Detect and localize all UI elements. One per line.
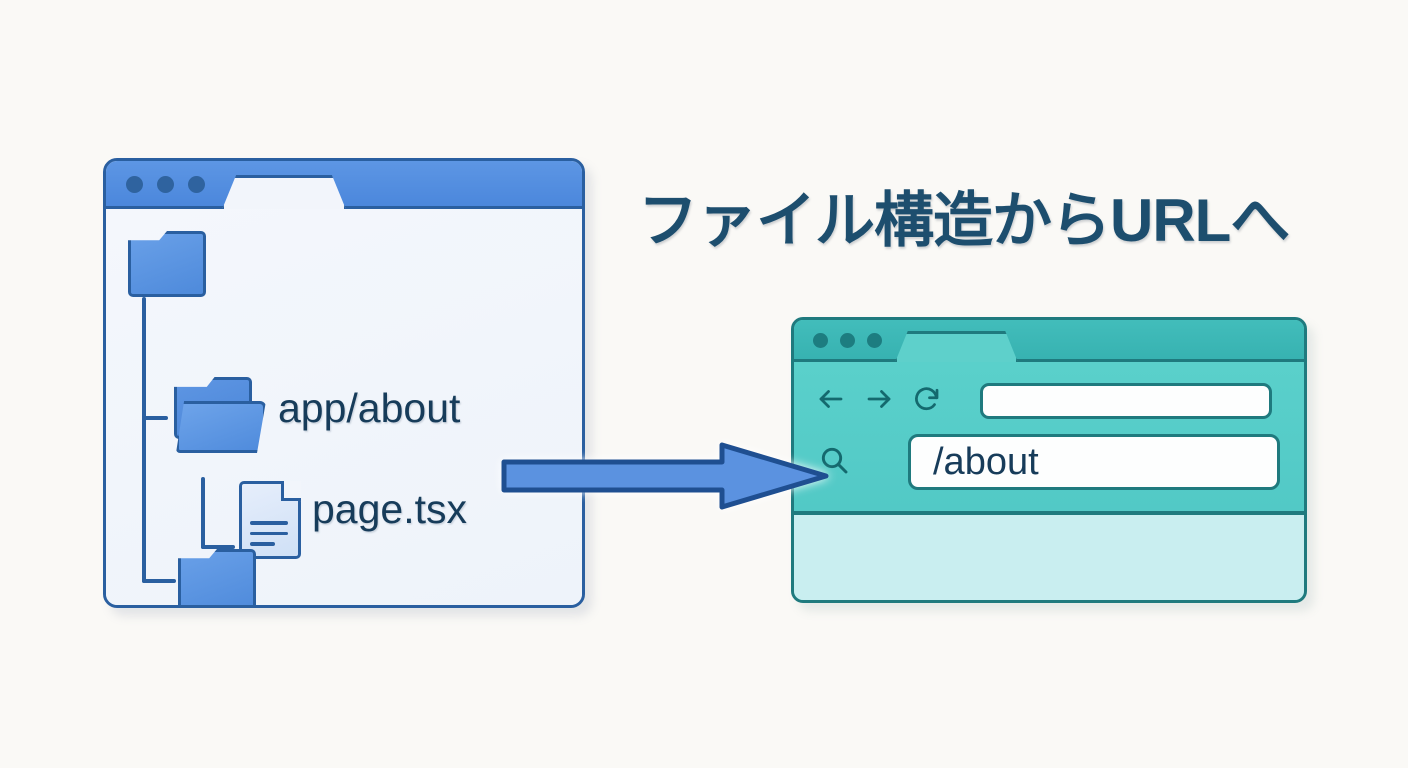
tree-subbranch-horizontal (201, 545, 235, 549)
browser-toolbar: /about (794, 362, 1304, 514)
folder-front-flap (176, 401, 266, 453)
file-tree-panel: app/about page.tsx (106, 209, 582, 605)
search-icon[interactable] (818, 444, 850, 476)
tree-subbranch-vertical (201, 477, 205, 549)
browser-window: /about (791, 317, 1307, 603)
page-title: ファイル構造からURLへ (638, 187, 1290, 254)
file-explorer-window: app/about page.tsx (103, 158, 585, 608)
file-explorer-titlebar (106, 161, 582, 212)
url-bar-empty[interactable] (980, 383, 1272, 419)
forward-arrow-icon[interactable] (864, 384, 894, 414)
open-folder-icon-app-about[interactable] (174, 377, 266, 453)
minimize-dot-icon[interactable] (157, 176, 174, 193)
back-arrow-icon[interactable] (816, 384, 846, 414)
document-icon-page-tsx[interactable] (239, 481, 301, 559)
tree-branch-bottom (142, 579, 176, 583)
folder-shape (128, 231, 206, 297)
tree-label-app-about: app/about (278, 385, 461, 431)
window-controls (126, 176, 205, 193)
browser-titlebar (794, 320, 1304, 365)
folder-icon-root[interactable] (128, 231, 206, 297)
browser-tab[interactable] (894, 331, 1019, 365)
navigation-controls (816, 384, 942, 414)
tree-trunk-line (142, 297, 146, 583)
close-dot-icon[interactable] (813, 333, 828, 348)
document-text-lines (250, 521, 288, 553)
file-explorer-tab[interactable] (221, 175, 347, 212)
tree-branch-app (142, 416, 168, 420)
browser-viewport (794, 514, 1304, 600)
maximize-dot-icon[interactable] (867, 333, 882, 348)
address-bar-value: /about (933, 440, 1039, 483)
address-bar[interactable]: /about (908, 434, 1280, 490)
tree-label-page-tsx: page.tsx (312, 486, 467, 532)
reload-icon[interactable] (912, 384, 942, 414)
folder-shape (178, 549, 256, 605)
maximize-dot-icon[interactable] (188, 176, 205, 193)
minimize-dot-icon[interactable] (840, 333, 855, 348)
close-dot-icon[interactable] (126, 176, 143, 193)
flow-arrow-icon (501, 442, 829, 510)
folder-icon-sibling[interactable] (178, 549, 256, 605)
document-folded-corner-icon (281, 481, 301, 501)
browser-window-controls (813, 333, 882, 348)
